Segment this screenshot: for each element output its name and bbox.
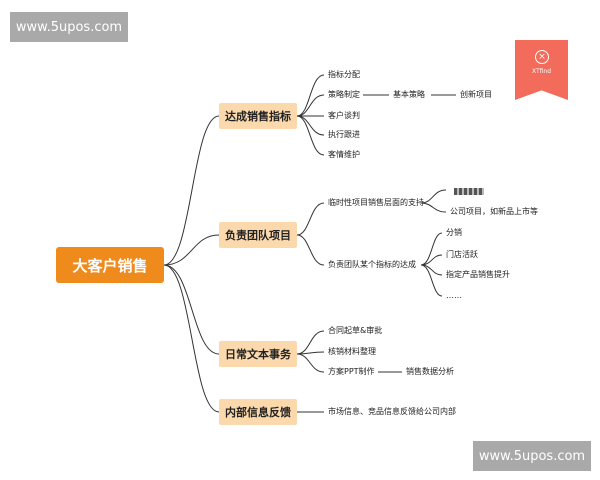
branch-node-daily-documents: 日常文本事务 <box>219 341 297 367</box>
leaf-node: 创新项目 <box>460 90 492 99</box>
branch-node-team-projects: 负责团队项目 <box>219 222 297 248</box>
leaf-node: 指标分配 <box>328 70 360 79</box>
leaf-node: 市场信息、竞品信息反馈给公司内部 <box>328 407 456 416</box>
leaf-node: 负责团队某个指标的达成 <box>328 260 416 269</box>
leaf-node: 客户谈判 <box>328 111 360 120</box>
leaf-node: 公司项目，如新品上市等 <box>450 207 538 216</box>
watermark-bottom: www.5upos.com <box>473 441 591 471</box>
leaf-node: 执行跟进 <box>328 130 360 139</box>
leaf-node: 合同起草&审批 <box>328 326 383 335</box>
leaf-node: 临时性项目销售层面的支持 <box>328 198 424 207</box>
leaf-node: 核销材料整理 <box>328 347 376 356</box>
leaf-node: 指定产品销售提升 <box>446 270 510 279</box>
branch-node-sales-target: 达成销售指标 <box>219 103 297 129</box>
branch-node-internal-feedback: 内部信息反馈 <box>219 399 297 425</box>
corner-badge: × XTfind <box>515 40 568 100</box>
leaf-node: 客情维护 <box>328 150 360 159</box>
close-circle-icon: × <box>535 50 549 64</box>
corner-badge-text: XTfind <box>531 68 552 75</box>
leaf-node: 策略制定 <box>328 90 360 99</box>
leaf-node: …… <box>446 291 462 300</box>
leaf-node: 销售数据分析 <box>406 367 454 376</box>
watermark-top: www.5upos.com <box>10 12 128 42</box>
root-node: 大客户销售 <box>56 247 164 283</box>
redacted-text <box>454 188 484 195</box>
leaf-node: 分销 <box>446 228 462 237</box>
leaf-node: 方案PPT制作 <box>328 367 375 376</box>
leaf-node: 基本策略 <box>393 90 425 99</box>
leaf-node: 门店活跃 <box>446 250 478 259</box>
